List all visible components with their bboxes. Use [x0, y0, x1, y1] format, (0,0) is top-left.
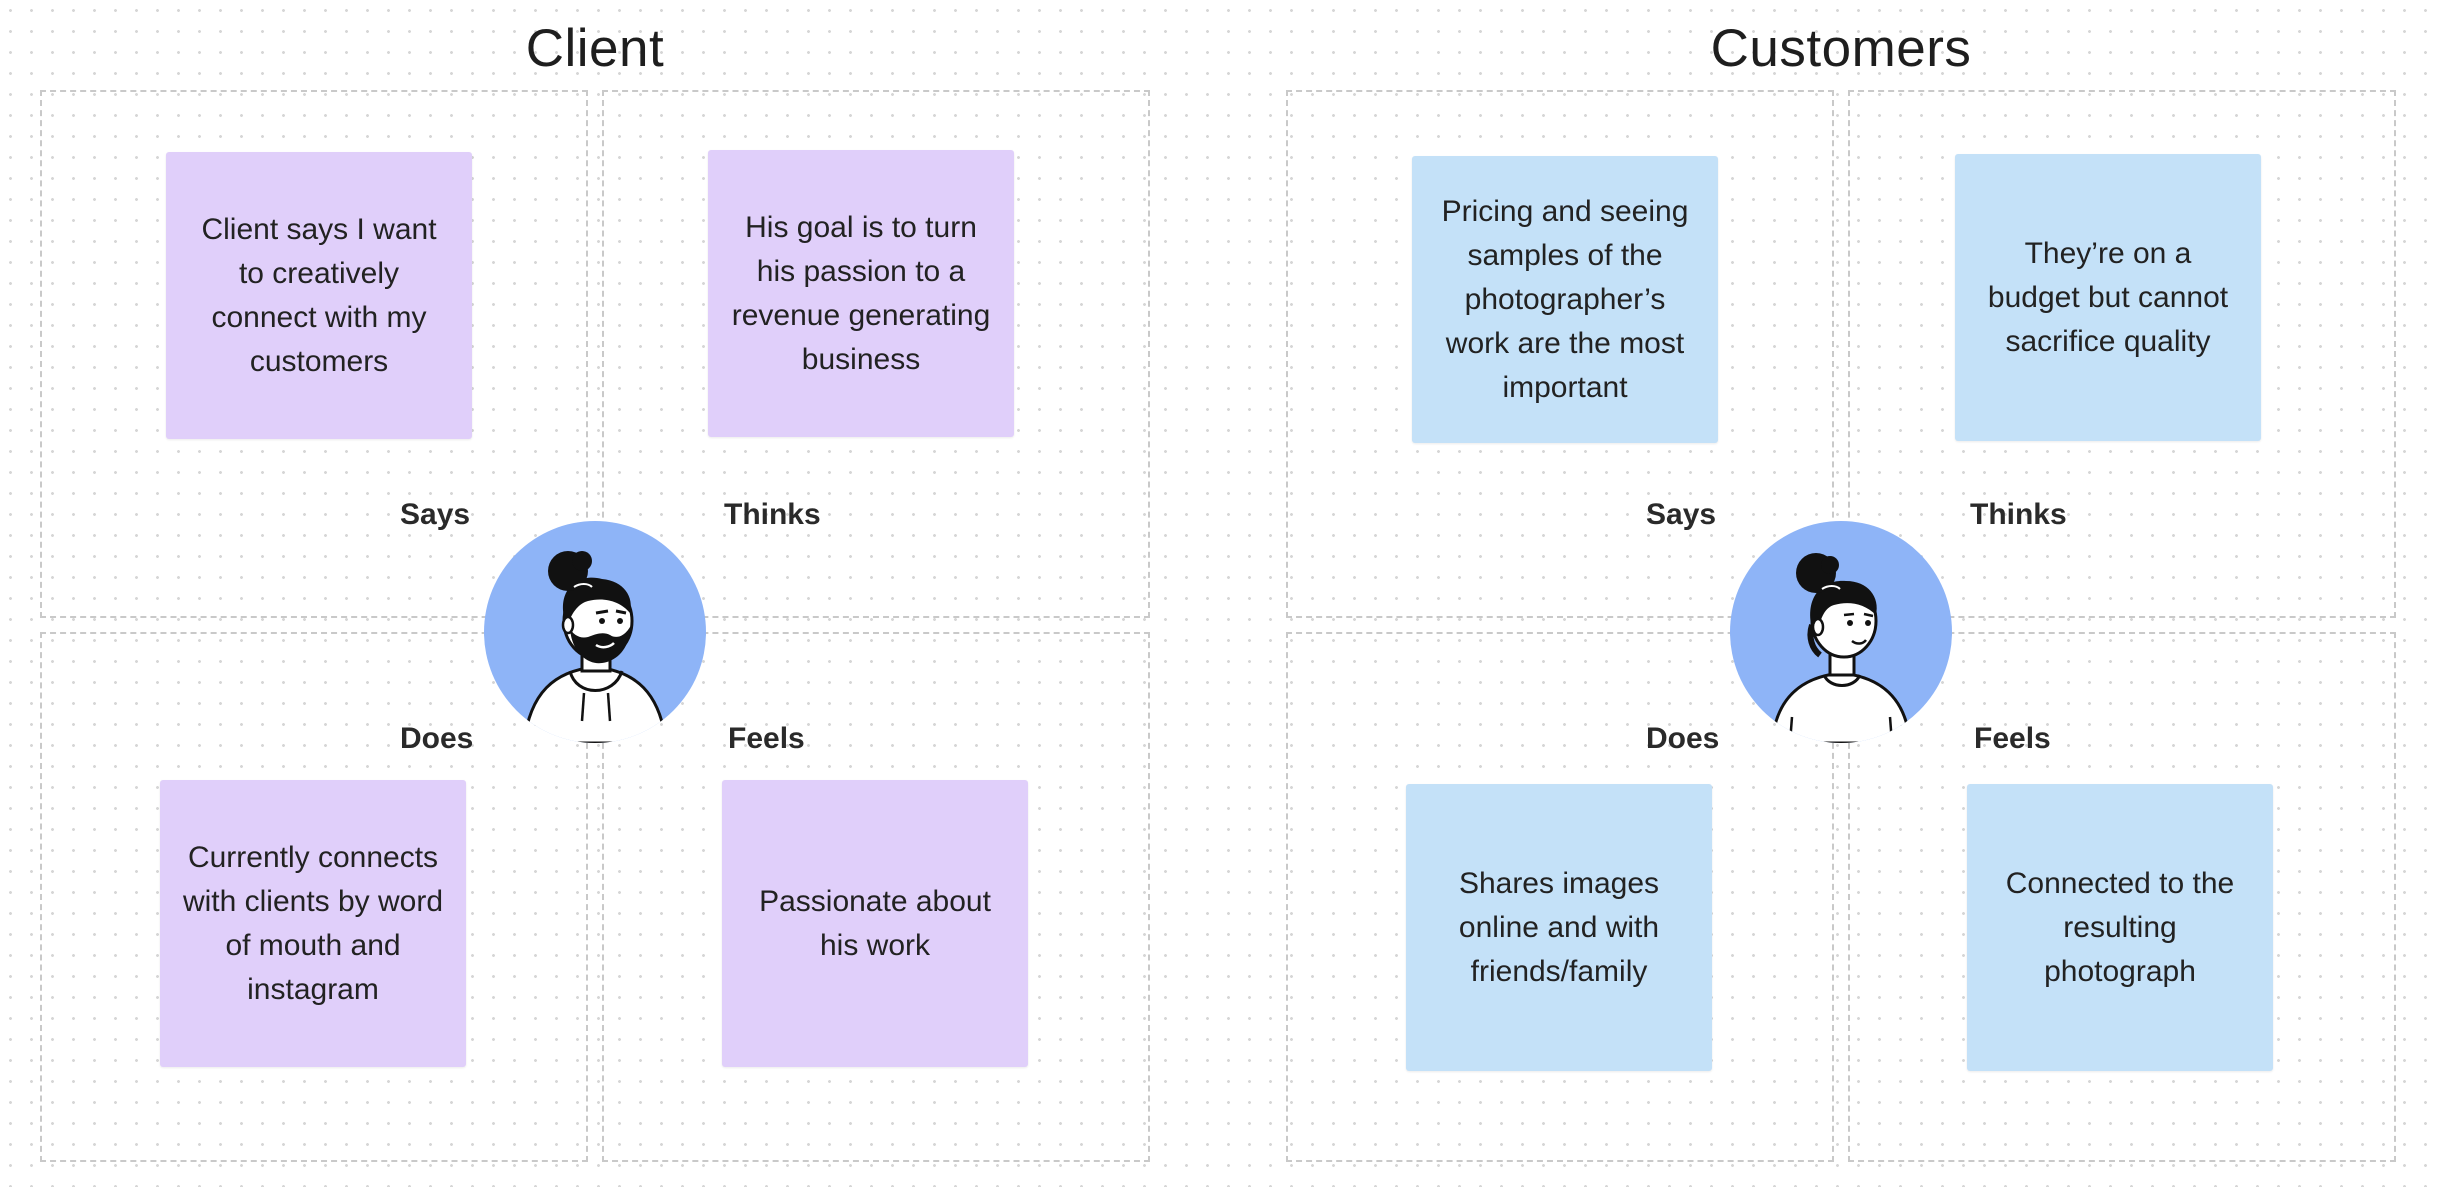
sticky-note-says[interactable]: Client says I want to creatively connect…	[166, 152, 472, 439]
sticky-note-text: Pricing and seeing samples of the photog…	[1441, 194, 1689, 404]
sticky-note-feels[interactable]: Passionate about his work	[722, 780, 1028, 1067]
label-says: Says	[400, 498, 471, 531]
sticky-note-feels[interactable]: Connected to the resulting photograph	[1967, 784, 2273, 1071]
bearded-man-avatar-icon[interactable]	[484, 521, 706, 743]
label-thinks: Thinks	[724, 498, 821, 531]
quadrant-thinks[interactable]	[602, 90, 1150, 618]
label-does: Does	[1646, 722, 1720, 755]
sticky-note-text: Client says I want to creatively connect…	[201, 212, 437, 378]
quadrant-says[interactable]	[40, 90, 588, 618]
sticky-note-does[interactable]: Currently connects with clients by word …	[160, 780, 466, 1067]
sticky-note-text: They’re on a budget but cannot sacrifice…	[1987, 236, 2229, 358]
woman-avatar-icon[interactable]	[1730, 521, 1952, 743]
sticky-note-text: Passionate about his work	[759, 884, 991, 962]
sticky-note-does[interactable]: Shares images online and with friends/fa…	[1406, 784, 1712, 1071]
quadrant-thinks[interactable]	[1848, 90, 2396, 618]
label-thinks: Thinks	[1970, 498, 2067, 531]
empathy-map-customers: Customers Pricing and seeing samples of …	[1246, 0, 2406, 1187]
label-feels: Feels	[1974, 722, 2051, 755]
quadrant-feels[interactable]	[1848, 632, 2396, 1162]
sticky-note-says[interactable]: Pricing and seeing samples of the photog…	[1412, 156, 1718, 443]
label-feels: Feels	[728, 722, 805, 755]
sticky-note-text: Connected to the resulting photograph	[2005, 866, 2235, 988]
quadrant-says[interactable]	[1286, 90, 1834, 618]
sticky-note-text: Currently connects with clients by word …	[182, 840, 444, 1006]
quadrant-does[interactable]	[40, 632, 588, 1162]
sticky-note-text: Shares images online and with friends/fa…	[1458, 866, 1660, 988]
sticky-note-thinks[interactable]: They’re on a budget but cannot sacrifice…	[1955, 154, 2261, 441]
board-title: Customers	[1710, 19, 1972, 78]
label-says: Says	[1646, 498, 1717, 531]
empathy-map-client: Client Client says I want to creatively …	[0, 0, 1160, 1187]
quadrant-does[interactable]	[1286, 632, 1834, 1162]
sticky-note-thinks[interactable]: His goal is to turn his passion to a rev…	[708, 150, 1014, 437]
sticky-note-text: His goal is to turn his passion to a rev…	[731, 210, 991, 376]
board-title: Client	[525, 19, 665, 78]
label-does: Does	[400, 722, 474, 755]
quadrant-feels[interactable]	[602, 632, 1150, 1162]
